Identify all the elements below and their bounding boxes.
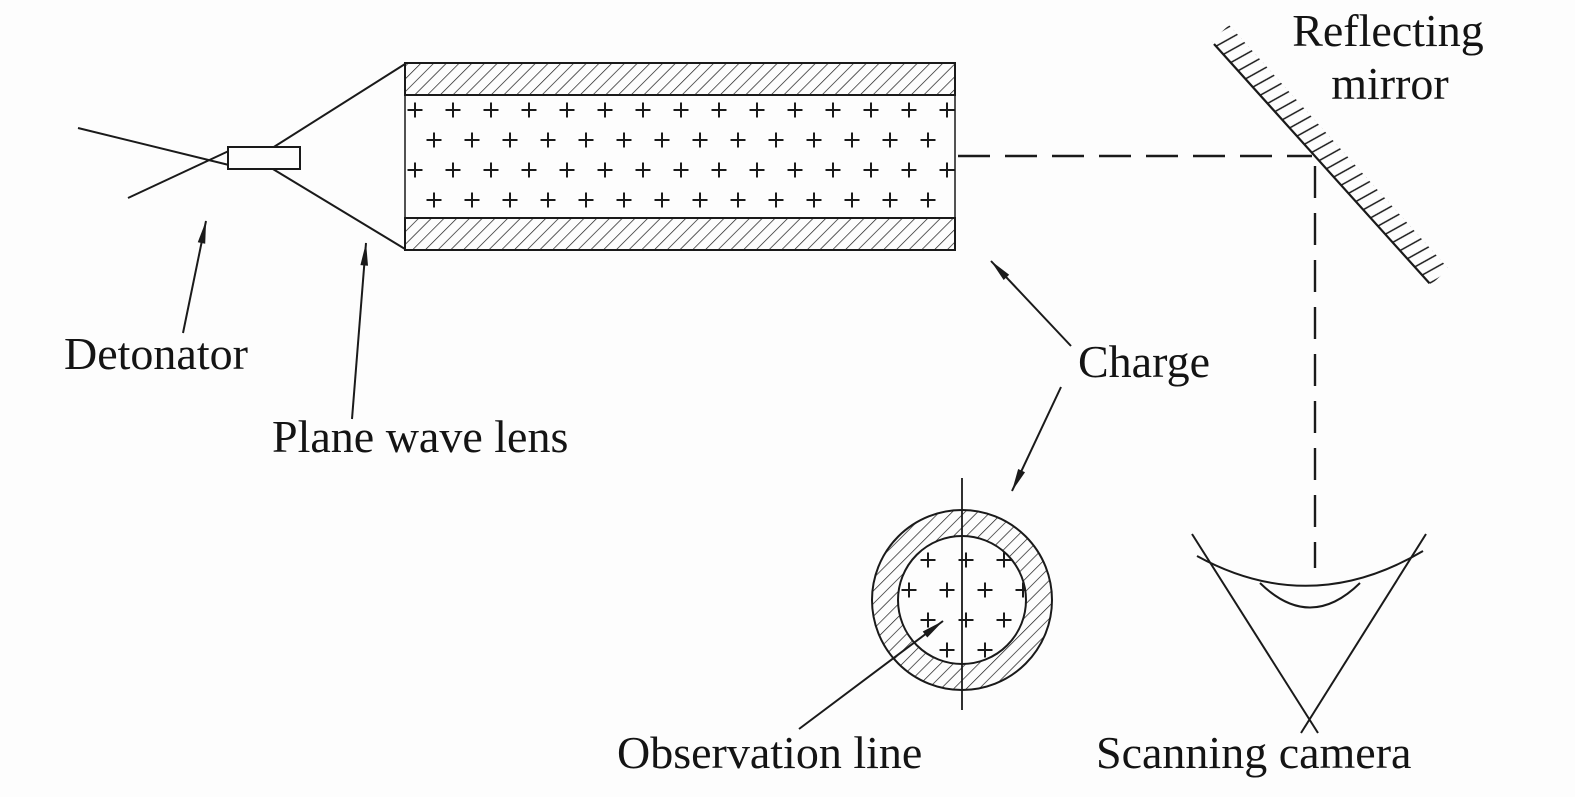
- labels: Detonator Plane wave lens Charge Reflect…: [64, 5, 1484, 778]
- detonator-body: [227, 146, 301, 170]
- lens-upper-edge: [257, 63, 406, 158]
- label-reflecting-mirror-line1: Reflecting: [1292, 5, 1484, 56]
- charge-cross-section: [871, 478, 1053, 710]
- label-charge: Charge: [1078, 336, 1210, 387]
- annotation-arrows: [182, 220, 1072, 730]
- detonator-wire-upper: [77, 127, 234, 167]
- charge-tube-wall-top: [404, 62, 956, 96]
- scanning-camera-shape: [1191, 533, 1427, 734]
- detonator-wire-lower: [127, 148, 234, 199]
- charge-tube-explosive-fill: [404, 94, 956, 219]
- detonator-wires: [77, 127, 234, 199]
- mirror-surface-line: [1213, 43, 1431, 285]
- plane-wave-lens-arrow: [351, 242, 369, 420]
- mirror-hatching: [1211, 24, 1449, 285]
- lens-lower-edge: [257, 159, 406, 250]
- plane-wave-lens-shape: [257, 63, 406, 250]
- detonator-arrow: [182, 220, 207, 334]
- charge-arrow-to-section: [1011, 386, 1062, 492]
- optical-path: [958, 154, 1317, 568]
- reflecting-mirror-shape: [1211, 24, 1449, 285]
- charge-tube-wall-bottom: [404, 217, 956, 251]
- camera-lens-arc: [1196, 550, 1424, 587]
- label-observation-line: Observation line: [617, 727, 922, 778]
- charge-arrow-to-tube: [990, 260, 1072, 347]
- label-detonator: Detonator: [64, 328, 248, 379]
- observation-line-arrow: [798, 620, 944, 730]
- label-reflecting-mirror-line2: mirror: [1331, 58, 1449, 109]
- charge-tube: [404, 62, 956, 251]
- label-scanning-camera: Scanning camera: [1096, 727, 1411, 778]
- camera-left-ray: [1191, 533, 1319, 734]
- camera-pupil-arc: [1259, 582, 1361, 609]
- label-plane-wave-lens: Plane wave lens: [272, 411, 568, 462]
- camera-right-ray: [1300, 533, 1427, 734]
